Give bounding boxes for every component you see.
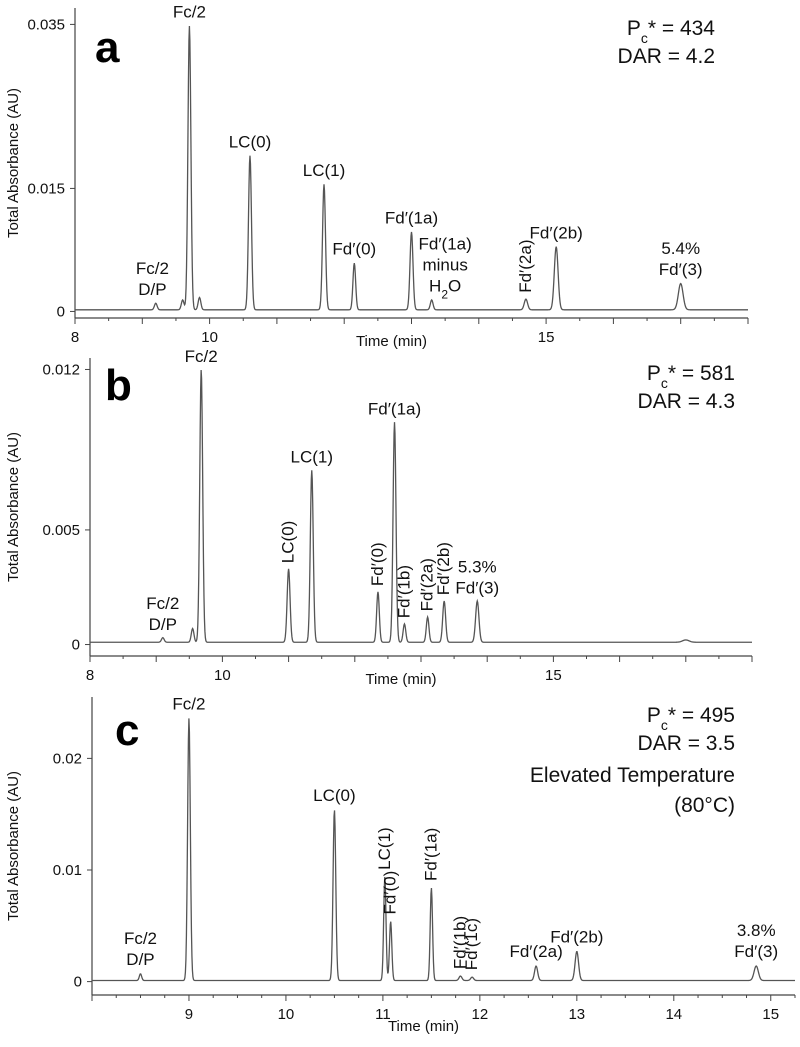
x-tick-label: 15 — [545, 667, 562, 684]
peak-label: Fc/2 — [173, 3, 206, 22]
y-tick-label: 0.012 — [42, 361, 80, 378]
peak-label: Fd′(2a) — [516, 240, 535, 293]
peak-label: LC(0) — [313, 786, 356, 805]
y-tick-label: 0.035 — [27, 16, 65, 33]
peak-label: Fd′(2a) — [418, 558, 437, 611]
peak-label: Fd′(1a) — [368, 399, 421, 418]
peak-label: H2O — [429, 277, 461, 302]
panel-letter: c — [115, 706, 139, 755]
y-tick-label: 0 — [72, 637, 80, 654]
temperature-note: (80°C) — [674, 794, 735, 817]
x-tick-label: 8 — [71, 329, 79, 346]
peak-label: 5.3% — [458, 557, 497, 576]
peak-label: Fc/2 — [146, 594, 179, 613]
x-tick-label: 15 — [538, 329, 555, 346]
peak-label: LC(1) — [375, 827, 394, 870]
peak-label: Fc/2 — [185, 347, 218, 366]
peak-label: D/P — [126, 950, 154, 969]
x-tick-label: 9 — [185, 1006, 193, 1023]
x-tick-label: 10 — [214, 667, 231, 684]
x-tick-label: 10 — [278, 1006, 295, 1023]
dar-label: DAR = 4.3 — [638, 390, 735, 413]
peak-label: Fd′(0) — [381, 871, 400, 915]
peak-label: Fc/2 — [172, 694, 205, 713]
chromatogram-trace — [75, 26, 748, 311]
peak-label: D/P — [138, 280, 166, 299]
x-tick-label: 13 — [568, 1006, 585, 1023]
peak-label: Fd′(1b) — [450, 916, 469, 969]
peak-label: minus — [422, 256, 467, 275]
peak-label: Fd′(0) — [332, 240, 376, 259]
y-tick-label: 0 — [74, 974, 82, 991]
panel-letter: a — [95, 23, 120, 72]
peak-label: Fd′(0) — [368, 542, 387, 586]
x-tick-label: 10 — [201, 329, 218, 346]
peak-label: Fd′(2b) — [550, 928, 603, 947]
peak-label: D/P — [149, 615, 177, 634]
x-axis-title: Time (min) — [365, 671, 436, 688]
chromatogram-trace — [90, 370, 752, 643]
peak-label: Fd′(3) — [455, 578, 499, 597]
x-tick-label: 14 — [665, 1006, 682, 1023]
peak-label: Fd′(1c) — [462, 918, 481, 970]
peak-label: Fd′(2b) — [434, 542, 453, 595]
peak-label: LC(0) — [229, 132, 272, 151]
x-tick-label: 12 — [472, 1006, 489, 1023]
peak-label: 5.4% — [661, 239, 700, 258]
peak-label: Fd′(1a) — [419, 235, 472, 254]
x-tick-label: 15 — [762, 1006, 779, 1023]
peak-capacity-label: Pc* = 495 — [647, 704, 735, 733]
y-tick-label: 0.015 — [27, 180, 65, 197]
x-axis-title: Time (min) — [356, 333, 427, 350]
peak-label: Fd′(2a) — [509, 942, 562, 961]
y-tick-label: 0.005 — [42, 522, 80, 539]
y-tick-label: 0.01 — [53, 862, 82, 879]
peak-label: Fd′(1b) — [394, 565, 413, 618]
peak-label: LC(0) — [279, 521, 298, 564]
y-tick-label: 0 — [57, 303, 65, 320]
peak-label: LC(1) — [291, 448, 334, 467]
peak-label: Fd′(2b) — [530, 223, 583, 242]
chromatogram-trace — [92, 718, 795, 982]
peak-label: Fd′(1a) — [421, 828, 440, 881]
x-tick-label: 8 — [86, 667, 94, 684]
peak-label: LC(1) — [303, 161, 346, 180]
peak-label: 3.8% — [737, 921, 776, 940]
dar-label: DAR = 3.5 — [638, 732, 735, 755]
peak-capacity-label: Pc* = 581 — [647, 362, 735, 391]
x-tick-label: 11 — [375, 1006, 391, 1023]
peak-label: Fd′(3) — [659, 260, 703, 279]
peak-label: Fd′(3) — [734, 942, 778, 961]
y-axis-title: Total Absorbance (AU) — [5, 771, 22, 921]
peak-label: Fd′(1a) — [385, 209, 438, 228]
panel-letter: b — [105, 361, 132, 410]
y-tick-label: 0.02 — [53, 750, 82, 767]
y-axis-title: Total Absorbance (AU) — [5, 88, 22, 238]
x-axis-title: Time (min) — [388, 1018, 459, 1035]
peak-label: Fc/2 — [136, 259, 169, 278]
peak-label: Fc/2 — [124, 929, 157, 948]
peak-capacity-label: Pc* = 434 — [627, 17, 715, 46]
dar-label: DAR = 4.2 — [618, 45, 715, 68]
temperature-note: Elevated Temperature — [530, 764, 735, 787]
y-axis-title: Total Absorbance (AU) — [5, 432, 22, 582]
